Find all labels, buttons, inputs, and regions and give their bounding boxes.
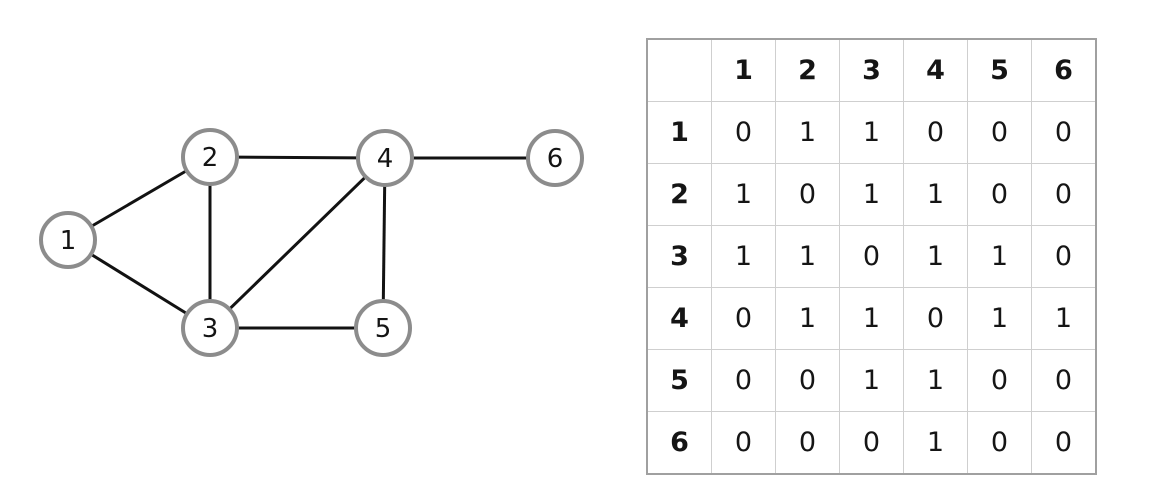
matrix-row-header-3: 3	[647, 225, 712, 288]
matrix-col-header-3: 3	[839, 39, 904, 102]
graph-node-5[interactable]: 5	[354, 299, 412, 357]
matrix-col-header-6: 6	[1031, 39, 1096, 102]
graph-edge-2-4	[236, 155, 359, 160]
matrix-cell-1-4: 0	[903, 101, 968, 164]
matrix-cell-2-6: 0	[1031, 163, 1096, 226]
graph-node-label-6: 6	[547, 144, 564, 174]
graph-node-circle-3	[181, 299, 239, 357]
matrix-cell-2-4: 1	[903, 163, 968, 226]
matrix-cell-3-1: 1	[711, 225, 776, 288]
matrix-row-header-5: 5	[647, 349, 712, 412]
matrix-cell-6-2: 0	[775, 411, 840, 474]
matrix-cell-4-3: 1	[839, 287, 904, 350]
graph-node-label-3: 3	[202, 314, 219, 344]
matrix-cell-3-3: 0	[839, 225, 904, 288]
matrix-cell-5-3: 1	[839, 349, 904, 412]
graph-edge-1-3	[90, 252, 188, 316]
matrix-cell-3-5: 1	[967, 225, 1032, 288]
matrix-cell-4-2: 1	[775, 287, 840, 350]
matrix-col-header-5: 5	[967, 39, 1032, 102]
graph-edge-4-5	[381, 184, 387, 302]
graph-node-circle-6	[526, 129, 584, 187]
matrix-cell-1-5: 0	[967, 101, 1032, 164]
matrix-cell-3-4: 1	[903, 225, 968, 288]
matrix-cell-6-6: 0	[1031, 411, 1096, 474]
matrix-cell-6-4: 1	[903, 411, 968, 474]
matrix-cell-5-2: 0	[775, 349, 840, 412]
matrix-cell-4-1: 0	[711, 287, 776, 350]
matrix-row-header-2: 2	[647, 163, 712, 226]
matrix-cell-5-1: 0	[711, 349, 776, 412]
matrix-row-header-1: 1	[647, 101, 712, 164]
matrix-cell-5-4: 1	[903, 349, 968, 412]
graph-edge-1-2	[90, 169, 188, 228]
matrix-cell-2-5: 0	[967, 163, 1032, 226]
matrix-cell-4-6: 1	[1031, 287, 1096, 350]
matrix-cell-4-4: 0	[903, 287, 968, 350]
matrix-row-header-6: 6	[647, 411, 712, 474]
matrix-cell-1-2: 1	[775, 101, 840, 164]
matrix-col-header-1: 1	[711, 39, 776, 102]
matrix-cell-1-6: 0	[1031, 101, 1096, 164]
matrix-cell-5-6: 0	[1031, 349, 1096, 412]
graph-panel: 1 2 3 4 5 6	[39, 128, 584, 357]
matrix-cell-6-3: 0	[839, 411, 904, 474]
matrix-corner-cell	[647, 39, 712, 102]
graph-node-2[interactable]: 2	[181, 128, 239, 186]
matrix-cell-6-1: 0	[711, 411, 776, 474]
graph-node-label-2: 2	[202, 143, 219, 173]
matrix-cell-5-5: 0	[967, 349, 1032, 412]
graph-node-4[interactable]: 4	[356, 129, 414, 187]
graph-node-label-1: 1	[60, 226, 77, 256]
graph-node-label-4: 4	[377, 144, 394, 174]
matrix-cell-3-6: 0	[1031, 225, 1096, 288]
graph-node-3[interactable]: 3	[181, 299, 239, 357]
graph-node-circle-5	[354, 299, 412, 357]
matrix-cell-1-1: 0	[711, 101, 776, 164]
graph-node-6[interactable]: 6	[526, 129, 584, 187]
graph-node-circle-2	[181, 128, 239, 186]
matrix-cell-6-5: 0	[967, 411, 1032, 474]
graph-diagram: 1 2 3 4 5 6	[39, 128, 584, 357]
matrix-cell-2-2: 0	[775, 163, 840, 226]
matrix-row-header-4: 4	[647, 287, 712, 350]
graph-node-1[interactable]: 1	[39, 211, 97, 269]
matrix-cell-1-3: 1	[839, 101, 904, 164]
matrix-cell-3-2: 1	[775, 225, 840, 288]
graph-edges-group	[90, 155, 528, 330]
matrix-cell-4-5: 1	[967, 287, 1032, 350]
matrix-cell-2-3: 1	[839, 163, 904, 226]
graph-node-circle-1	[39, 211, 97, 269]
matrix-col-header-4: 4	[903, 39, 968, 102]
matrix-col-header-2: 2	[775, 39, 840, 102]
graph-node-label-5: 5	[375, 314, 392, 344]
graph-edge-3-4	[228, 175, 367, 311]
matrix-cell-2-1: 1	[711, 163, 776, 226]
graph-nodes-group: 1 2 3 4 5 6	[39, 128, 584, 357]
graph-node-circle-4	[356, 129, 414, 187]
